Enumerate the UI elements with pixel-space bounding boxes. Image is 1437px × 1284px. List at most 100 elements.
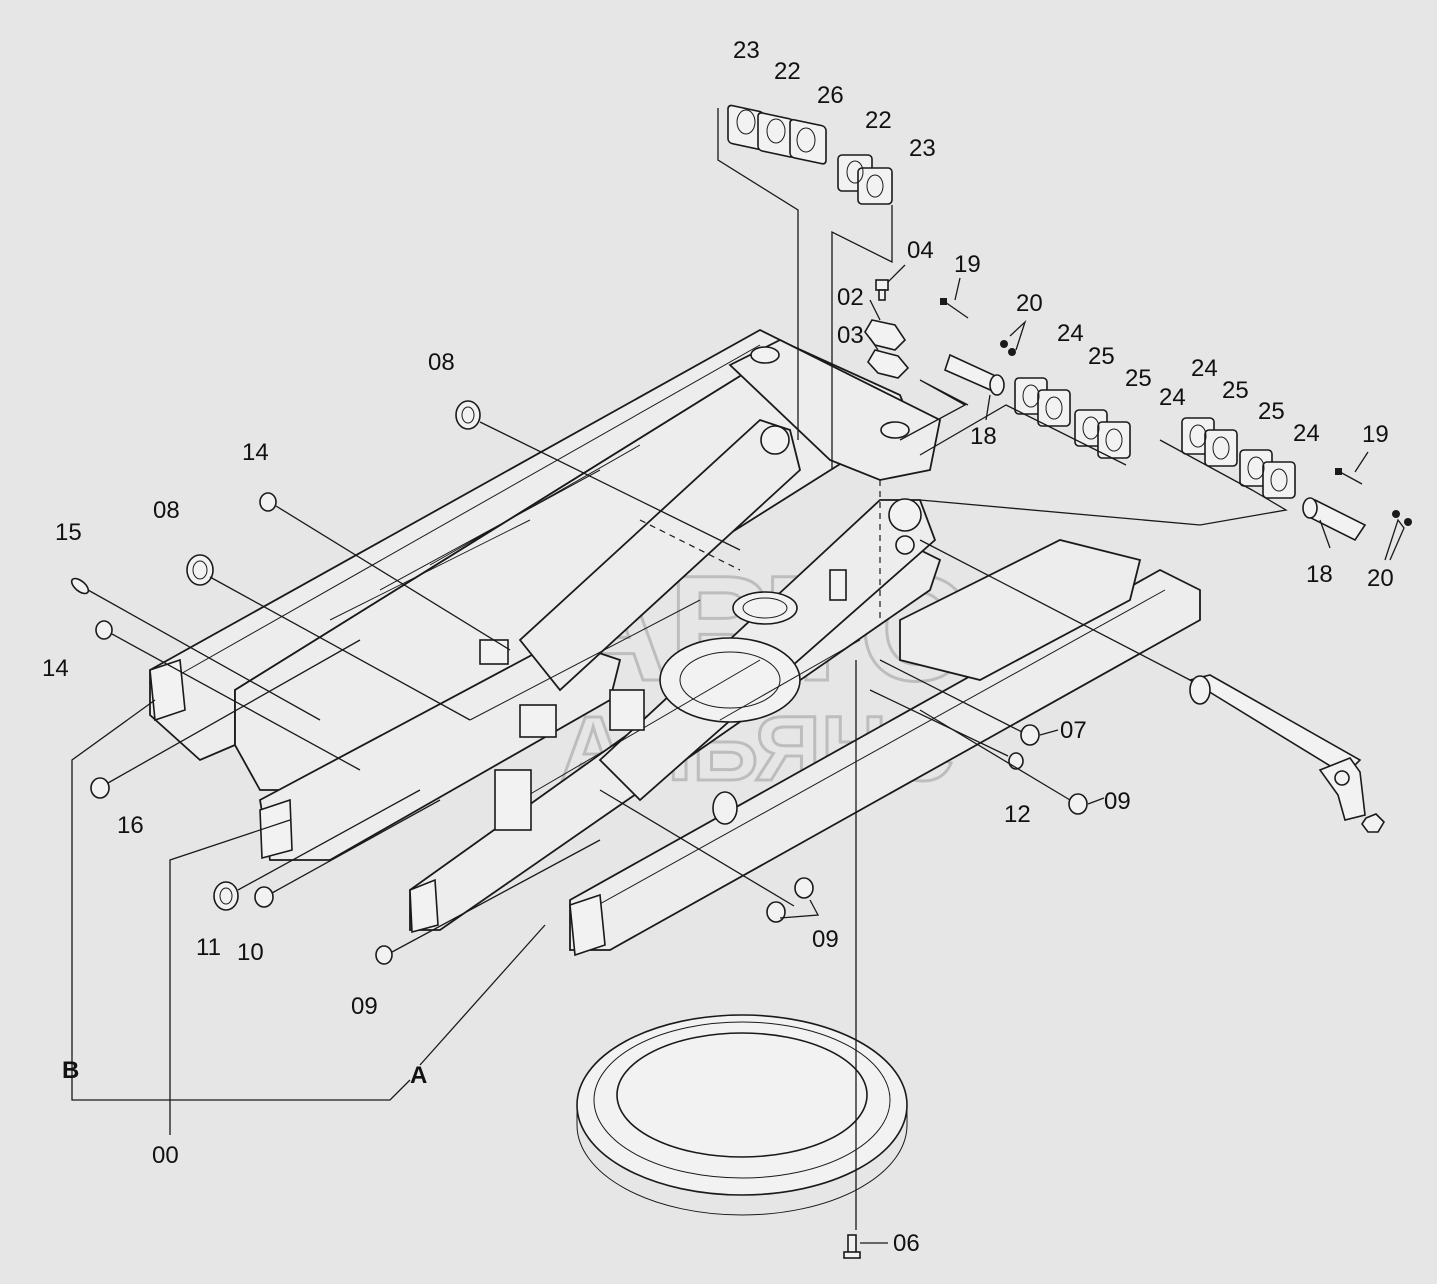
leader-02 — [869, 299, 881, 321]
nut-20-upper-b — [1008, 348, 1016, 356]
bracket-5 — [829, 569, 847, 601]
callout-20: 20 — [1016, 290, 1043, 317]
right-side-beam — [569, 568, 1201, 951]
callout-22: 22 — [865, 107, 892, 134]
bushing-08-upper-bore — [461, 406, 475, 424]
shim-26-hole — [796, 127, 816, 153]
dash-line — [639, 519, 741, 571]
shim-25-c — [1204, 429, 1238, 467]
rear-plate-hole — [750, 346, 780, 364]
leader-20-upper — [1009, 319, 1027, 351]
shim-hole — [1082, 416, 1100, 440]
swing-bearing-seat-inner — [679, 651, 781, 709]
leader-14-upper — [275, 505, 511, 651]
bolt-19-lower-head — [1335, 468, 1342, 475]
bracket-4 — [609, 689, 645, 731]
shim-23-a-hole — [736, 109, 756, 135]
callout-00: 00 — [152, 1142, 179, 1169]
shim-22-a-hole — [766, 118, 786, 144]
shim-25-a — [1037, 389, 1071, 427]
leader-08-left — [209, 576, 471, 721]
callout-25: 25 — [1222, 377, 1249, 404]
reference-B: B — [62, 1057, 79, 1084]
callout-09: 09 — [1104, 788, 1131, 815]
bushing-10 — [254, 886, 274, 908]
internal-ribs — [329, 444, 861, 801]
shim-hole — [1270, 468, 1288, 492]
rear-cross-member — [899, 539, 1142, 681]
pin-18-upper — [944, 353, 1005, 396]
leader-16 — [107, 639, 361, 784]
bracket-2 — [519, 704, 557, 738]
shaft-end — [1189, 675, 1211, 705]
bolt-19-upper-head — [940, 298, 947, 305]
slewing-ring — [576, 1014, 908, 1216]
access-hole — [712, 791, 738, 825]
bolt-19-lower — [1339, 471, 1363, 485]
bushing-11 — [213, 881, 239, 911]
swivel-opening — [732, 591, 798, 625]
leader-09-rear-tail — [1087, 797, 1105, 805]
left-beam-edge — [169, 344, 761, 681]
slewing-ring-sides — [576, 1105, 908, 1125]
plate-02 — [864, 319, 907, 351]
shim-24-d — [1262, 461, 1296, 499]
leader-09-rear — [919, 709, 1071, 801]
leader-14-left — [111, 633, 361, 771]
shim-hole — [1189, 424, 1207, 448]
leader-09-right — [599, 789, 795, 907]
shim-23-b-hole — [866, 174, 884, 198]
callout-18: 18 — [970, 423, 997, 450]
pin-18-upper-end — [989, 374, 1005, 396]
bushing-09-right-b — [766, 901, 786, 923]
swing-bearing-seat — [659, 637, 801, 723]
shim-group-middle — [837, 154, 893, 205]
leader-shim-right-a — [919, 404, 1127, 466]
leader-10 — [271, 799, 441, 894]
swivel-opening-inner — [742, 597, 788, 619]
leader-shim-top — [717, 108, 799, 440]
leader-18-lower — [1319, 519, 1331, 549]
bolts — [843, 279, 1412, 1259]
bracket-3 — [494, 769, 532, 831]
shim-22-b-hole — [846, 160, 864, 184]
shim-hole — [1105, 428, 1123, 452]
callout-14: 14 — [242, 439, 269, 466]
slewing-ring-mid — [593, 1021, 891, 1179]
bolt-19-upper — [944, 301, 969, 319]
leader-ref-B — [71, 699, 411, 1101]
callout-15: 15 — [55, 519, 82, 546]
cover-plates — [864, 319, 910, 379]
pin-18-lower — [1302, 497, 1367, 542]
leader-12 — [869, 689, 1009, 757]
pin-18-lower-end — [1302, 497, 1318, 519]
callout-09: 09 — [351, 993, 378, 1020]
shim-hole — [1022, 384, 1040, 408]
bolt-04-head — [875, 279, 889, 291]
bushing-09-front — [375, 945, 393, 965]
front-end-plate — [569, 893, 606, 957]
rear-plate-hole-2 — [880, 421, 910, 439]
callout-25: 25 — [1088, 343, 1115, 370]
shaft-nut — [1361, 813, 1386, 833]
boom-pin-shaft — [1187, 674, 1386, 833]
frame-assembly — [149, 328, 1201, 957]
nut-20-upper-a — [1000, 340, 1008, 348]
callout-06: 06 — [893, 1230, 920, 1257]
leader-19-upper — [954, 277, 961, 301]
leader-18-upper — [985, 394, 991, 421]
leader-07-tail — [1039, 729, 1059, 736]
callout-24: 24 — [1191, 355, 1218, 382]
leader-ref-A — [419, 924, 546, 1066]
callout-23: 23 — [733, 37, 760, 64]
nut-20-lower-b — [1404, 518, 1412, 526]
reference-A: A — [410, 1062, 427, 1089]
right-beam-edge — [579, 589, 1166, 916]
callout-09: 09 — [812, 926, 839, 953]
callout-20: 20 — [1367, 565, 1394, 592]
leader-09-front — [391, 839, 601, 953]
front-end-plate-2 — [409, 878, 439, 934]
ring-15 — [70, 577, 90, 595]
boom-pin-hole-left — [760, 425, 790, 455]
leader-08-upper — [479, 421, 741, 551]
